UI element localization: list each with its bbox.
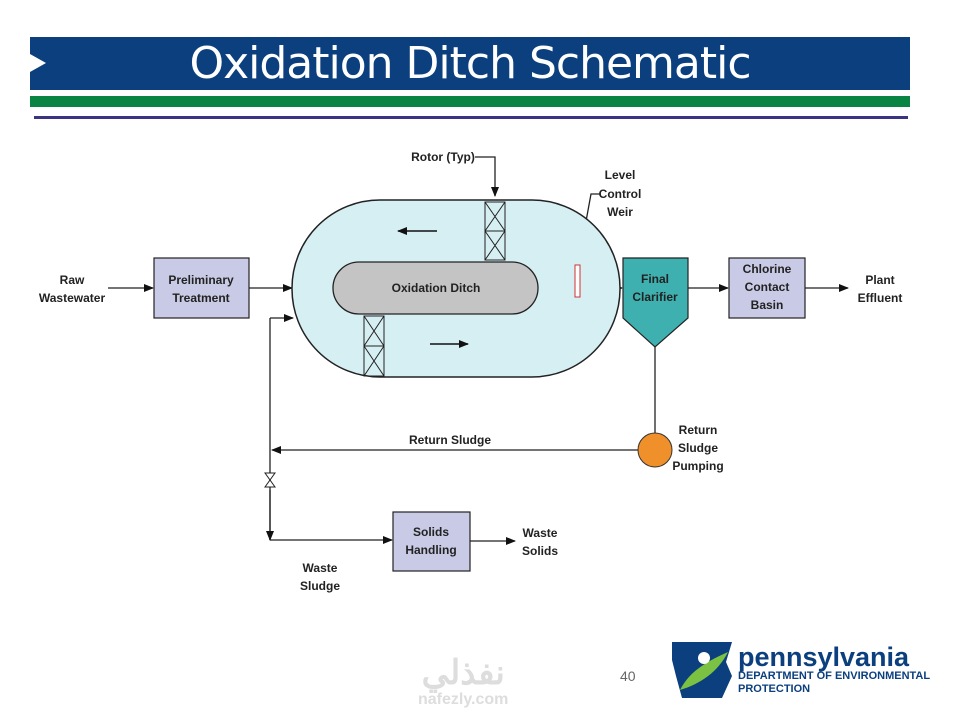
rotor-icon [363,315,385,377]
watermark-latin: nafezly.com [418,691,509,708]
chlorine-contact-basin-box [728,257,806,319]
solids-handling-box [392,511,471,572]
rotor-icon [484,201,506,261]
logo-line1: DEPARTMENT OF ENVIRONMENTAL [738,670,931,682]
logo-title: pennsylvania [738,642,910,672]
watermark: نفذلي nafezly.com [418,655,508,709]
rotor-label: Rotor (Typ) [411,150,475,164]
slide-title: Oxidation Ditch Schematic [189,38,751,89]
title-notch-arrow [30,54,46,72]
watermark-arabic: نفذلي [421,654,505,692]
page-number: 40 [620,668,636,684]
rotor-pointer [475,156,499,197]
return-sludge-label: Return Sludge [409,433,491,447]
level-control-weir [574,264,581,298]
final-clarifier [622,257,689,348]
oxidation-ditch-island [332,261,539,315]
logo-line2: PROTECTION [738,683,811,695]
purple-divider [34,116,908,119]
return-sludge-pump [637,432,673,468]
preliminary-treatment-box [153,257,250,319]
green-divider [30,96,910,107]
dep-logo-text: pennsylvania DEPARTMENT OF ENVIRONMENTAL… [738,644,930,696]
oxidation-ditch-label: Oxidation Ditch [392,281,481,295]
valve-icon [264,472,276,488]
pa-keystone-logo-icon [672,642,732,698]
title-bar [30,37,910,90]
